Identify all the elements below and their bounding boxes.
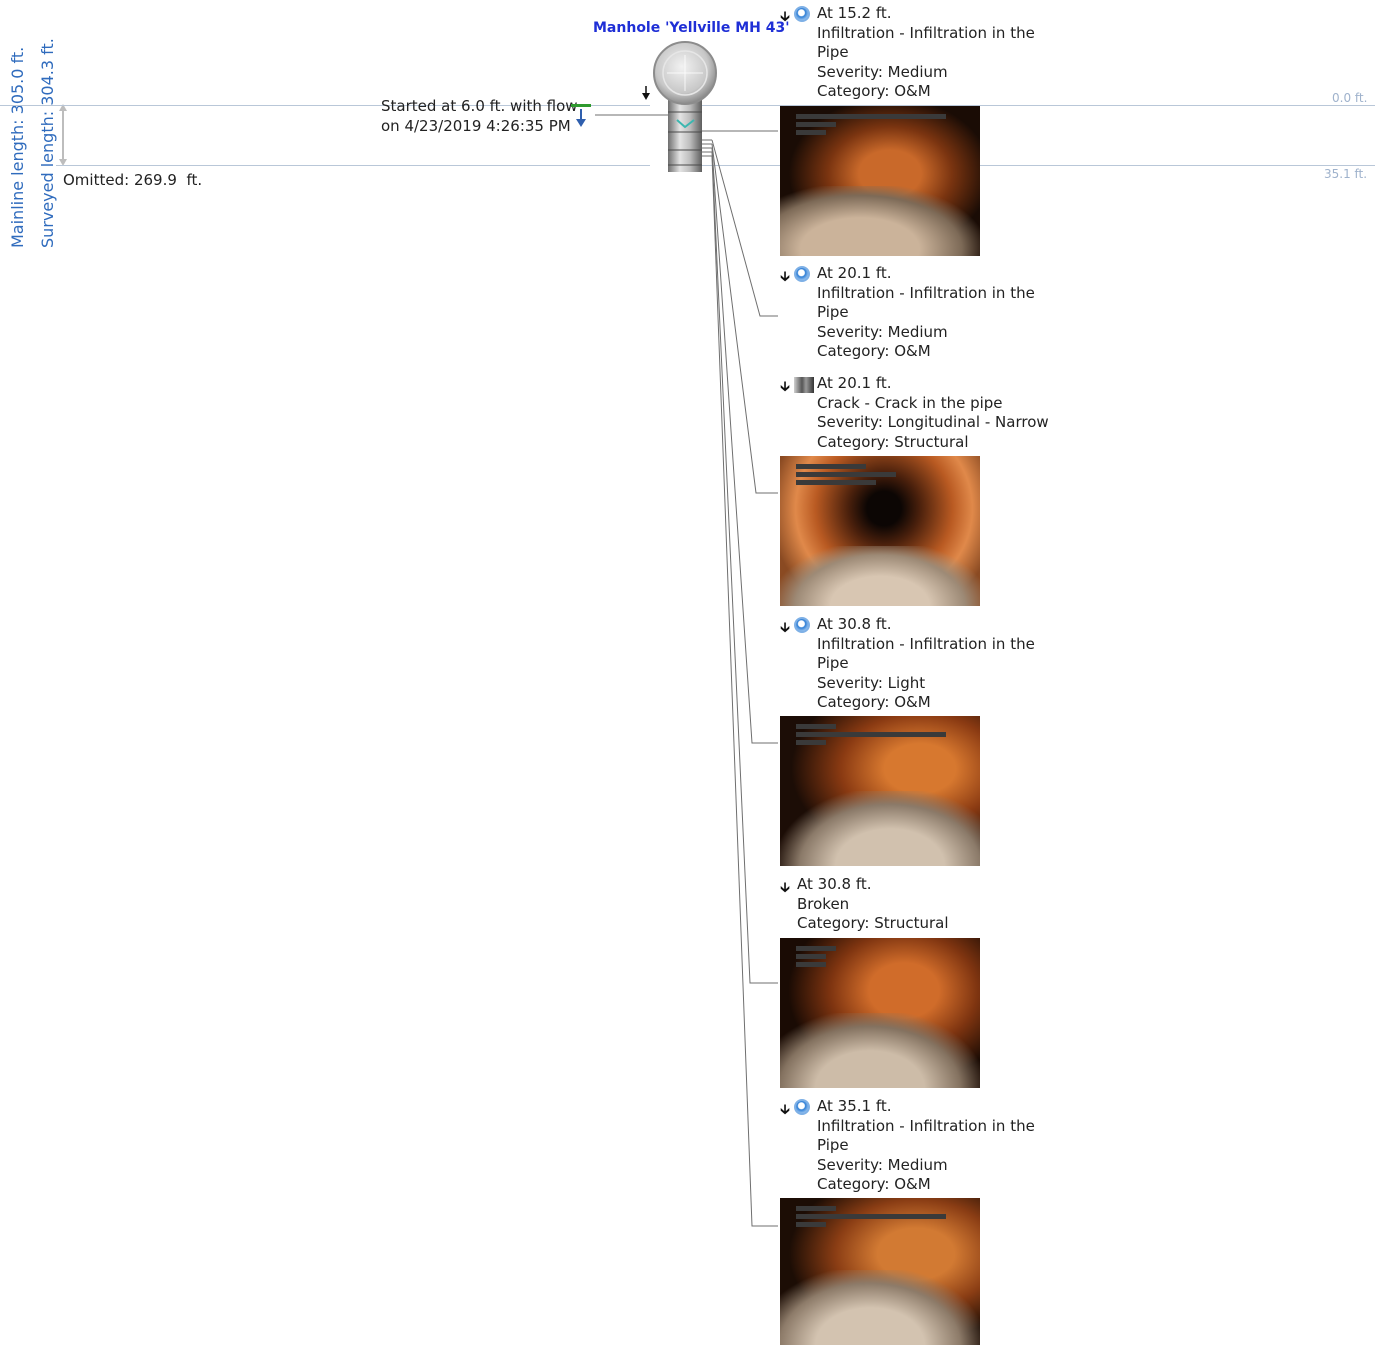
- observation-6-image[interactable]: [780, 1198, 980, 1345]
- image-water-region: [780, 1013, 980, 1088]
- obs-distance: At 15.2 ft.: [817, 4, 1035, 24]
- observation-5-image[interactable]: [780, 938, 980, 1088]
- image-overlay-text: [796, 946, 956, 986]
- obs-severity: Severity: Light: [817, 674, 1035, 694]
- down-arrow-icon: 🡳: [780, 376, 790, 400]
- image-water-region: [780, 546, 980, 606]
- observation-4-image[interactable]: [780, 716, 980, 866]
- image-overlay-text: [796, 464, 956, 504]
- obs-description: Infiltration - Infiltration in the: [817, 1117, 1035, 1137]
- obs-category: Category: O&M: [817, 693, 1035, 713]
- down-arrow-icon: 🡳: [780, 6, 790, 30]
- obs-description-cont: Pipe: [817, 654, 1035, 674]
- start-line-1: Started at 6.0 ft. with flow: [381, 97, 578, 117]
- end-scale-line-left: [56, 165, 650, 166]
- obs-category: Category: Structural: [797, 914, 949, 934]
- infiltration-drop-icon: [794, 6, 810, 22]
- infiltration-drop-icon: [794, 1099, 810, 1115]
- obs-category: Category: O&M: [817, 342, 1035, 362]
- down-arrow-icon: 🡳: [780, 266, 790, 290]
- obs-description-cont: Pipe: [817, 43, 1035, 63]
- scale-top-label: 0.0 ft.: [1332, 91, 1367, 105]
- image-overlay-text: [796, 114, 956, 154]
- manhole-title: Manhole 'Yellville MH 43': [593, 20, 790, 36]
- observation-3-image[interactable]: [780, 456, 980, 606]
- surveyed-span-arrow: [56, 104, 70, 166]
- obs-distance: At 20.1 ft.: [817, 374, 1049, 394]
- obs-severity: Severity: Longitudinal - Narrow: [817, 413, 1049, 433]
- obs-category: Category: O&M: [817, 1175, 1035, 1195]
- obs-severity: Severity: Medium: [817, 63, 1035, 83]
- obs-description: Crack - Crack in the pipe: [817, 394, 1049, 414]
- image-water-region: [780, 186, 980, 256]
- image-overlay-text: [796, 724, 956, 764]
- obs-description: Broken: [797, 895, 949, 915]
- small-down-arrow-icon: [640, 85, 652, 101]
- observation-1-image[interactable]: [780, 106, 980, 256]
- obs-distance: At 20.1 ft.: [817, 264, 1035, 284]
- obs-severity: Severity: Medium: [817, 323, 1035, 343]
- surveyed-length-label: Surveyed length: 304.3 ft.: [38, 38, 57, 248]
- scale-bottom-label: 35.1 ft.: [1324, 167, 1367, 181]
- obs-severity: Severity: Medium: [817, 1156, 1035, 1176]
- obs-description: Infiltration - Infiltration in the: [817, 635, 1035, 655]
- infiltration-drop-icon: [794, 266, 810, 282]
- down-arrow-icon: 🡳: [780, 877, 790, 901]
- image-overlay-text: [796, 1206, 956, 1246]
- obs-category: Category: Structural: [817, 433, 1049, 453]
- obs-category: Category: O&M: [817, 82, 1035, 102]
- image-water-region: [780, 791, 980, 866]
- obs-distance: At 30.8 ft.: [797, 875, 949, 895]
- obs-description: Infiltration - Infiltration in the: [817, 284, 1035, 304]
- omitted-text: Omitted: 269.9 ft.: [63, 171, 202, 191]
- obs-distance: At 30.8 ft.: [817, 615, 1035, 635]
- obs-description-cont: Pipe: [817, 1136, 1035, 1156]
- image-water-region: [780, 1270, 980, 1345]
- down-arrow-icon: 🡳: [780, 617, 790, 641]
- obs-distance: At 35.1 ft.: [817, 1097, 1035, 1117]
- down-arrow-icon: 🡳: [780, 1099, 790, 1123]
- obs-description-cont: Pipe: [817, 303, 1035, 323]
- start-line-2: on 4/23/2019 4:26:35 PM: [381, 117, 571, 137]
- flow-direction-icon: [569, 101, 593, 129]
- infiltration-drop-icon: [794, 617, 810, 633]
- mainline-length-label: Mainline length: 305.0 ft.: [8, 47, 27, 248]
- obs-description: Infiltration - Infiltration in the: [817, 24, 1035, 44]
- crack-icon: [794, 377, 814, 393]
